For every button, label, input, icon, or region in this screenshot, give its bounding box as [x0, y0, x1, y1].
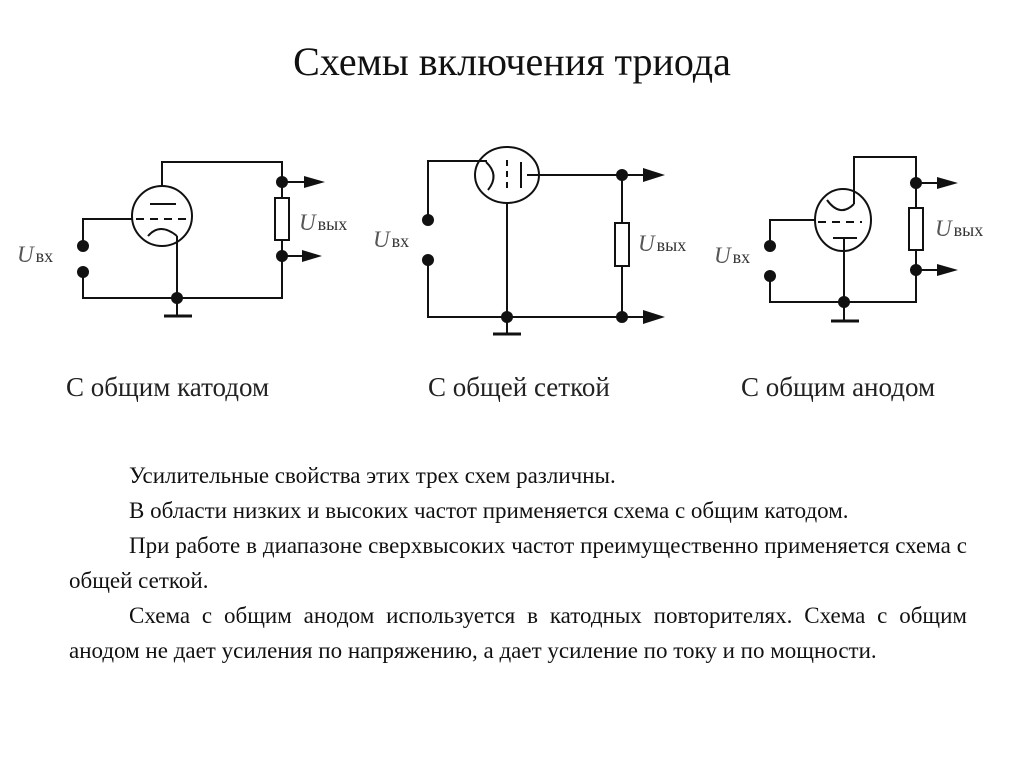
output-terminal-top[interactable]	[276, 176, 288, 188]
paragraph: В области низких и высоких частот примен…	[129, 498, 849, 523]
output-terminal-bottom[interactable]	[276, 250, 288, 262]
cathode-icon	[485, 161, 495, 191]
output-arrow-icon	[937, 177, 958, 189]
wire-cathode-input	[427, 160, 487, 220]
wire-input-bottom	[82, 256, 283, 299]
output-arrow-icon	[304, 176, 325, 188]
output-terminal-bottom[interactable]	[616, 311, 628, 323]
wire-anode	[161, 161, 283, 186]
input-terminal-top[interactable]	[77, 240, 89, 252]
load-resistor-icon	[908, 207, 924, 251]
output-arrow-icon	[643, 168, 665, 182]
paragraph: Усилительные свойства этих трех схем раз…	[129, 463, 616, 488]
load-resistor-icon	[614, 222, 630, 267]
paragraph: Схема с общим анодом используется в като…	[69, 603, 967, 663]
wire-cathode-output	[853, 156, 917, 204]
ground-node	[501, 311, 513, 323]
circuit-common-anode-nodes	[764, 177, 958, 308]
cathode-icon	[826, 199, 855, 211]
ground-node	[171, 292, 183, 304]
ground-node	[838, 296, 850, 308]
circuit-common-grid-nodes	[422, 168, 665, 324]
output-arrow-icon	[937, 264, 958, 276]
output-terminal-top[interactable]	[910, 177, 922, 189]
description-text: Усилительные свойства этих трех схем раз…	[69, 458, 967, 668]
paragraph: При работе в диапазоне сверхвысоких част…	[69, 533, 967, 593]
slide-title: Схемы включения триода	[293, 39, 731, 84]
input-terminal-top[interactable]	[422, 214, 434, 226]
circuit-common-grid	[427, 146, 645, 336]
input-terminal-bottom[interactable]	[422, 254, 434, 266]
input-terminal-bottom[interactable]	[764, 270, 776, 282]
wire-anode-output	[527, 174, 623, 223]
output-arrow-icon	[302, 250, 322, 262]
input-terminal-bottom[interactable]	[77, 266, 89, 278]
load-resistor-icon	[274, 197, 290, 241]
output-arrow-icon	[643, 310, 665, 324]
caption-common-grid: С общей сеткой	[428, 372, 610, 402]
output-terminal-bottom[interactable]	[910, 264, 922, 276]
triode-tube-icon	[474, 146, 540, 204]
cathode-icon	[147, 228, 178, 237]
circuit-common-cathode-nodes	[77, 176, 325, 304]
output-terminal-top[interactable]	[616, 169, 628, 181]
input-terminal-top[interactable]	[764, 240, 776, 252]
caption-common-cathode: С общим катодом	[66, 372, 270, 402]
wire-grid-input	[769, 219, 815, 246]
caption-common-anode: С общим анодом	[741, 372, 936, 402]
wire-grid-input	[82, 218, 133, 246]
triode-tube-icon	[131, 185, 193, 247]
wire-input-bottom	[427, 260, 622, 318]
triode-tube-icon	[814, 188, 872, 252]
circuit-common-cathode	[82, 161, 305, 318]
